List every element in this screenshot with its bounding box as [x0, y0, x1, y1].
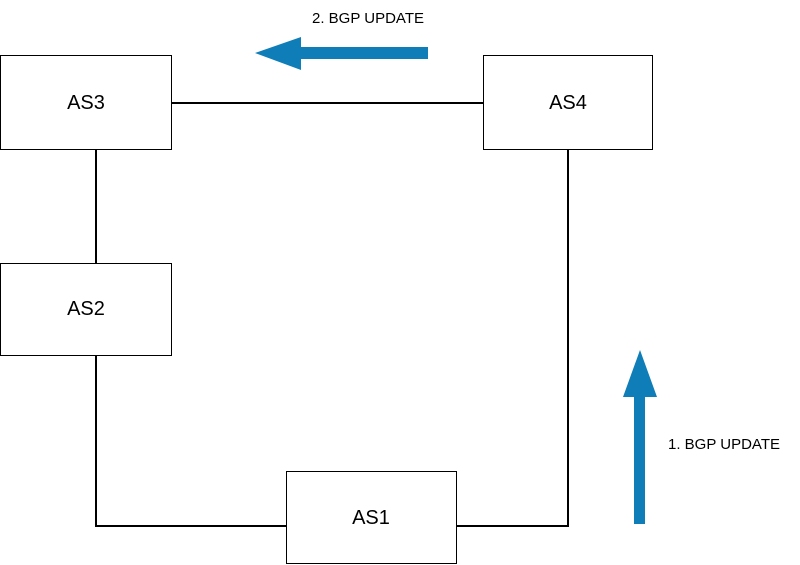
update-2-arrow-left	[255, 37, 428, 70]
node-as3-box	[0, 55, 172, 150]
node-as4-label: AS4	[549, 92, 587, 114]
node-as2-box	[0, 263, 172, 356]
node-as2: AS2	[0, 263, 172, 356]
node-as1: AS1	[286, 471, 457, 564]
update-1-label: 1. BGP UPDATE	[668, 436, 780, 453]
node-as3-label: AS3	[67, 92, 105, 114]
link-as1-as4	[457, 150, 569, 527]
node-as3: AS3	[0, 55, 172, 150]
node-as2-label: AS2	[67, 298, 105, 320]
node-as1-box	[286, 471, 457, 564]
node-as4-box	[483, 55, 653, 150]
update-1-arrow-up	[623, 350, 657, 524]
node-as1-label: AS1	[352, 507, 390, 529]
link-as2-as1	[95, 356, 286, 527]
update-2-label: 2. BGP UPDATE	[312, 10, 424, 27]
node-as4: AS4	[483, 55, 653, 150]
